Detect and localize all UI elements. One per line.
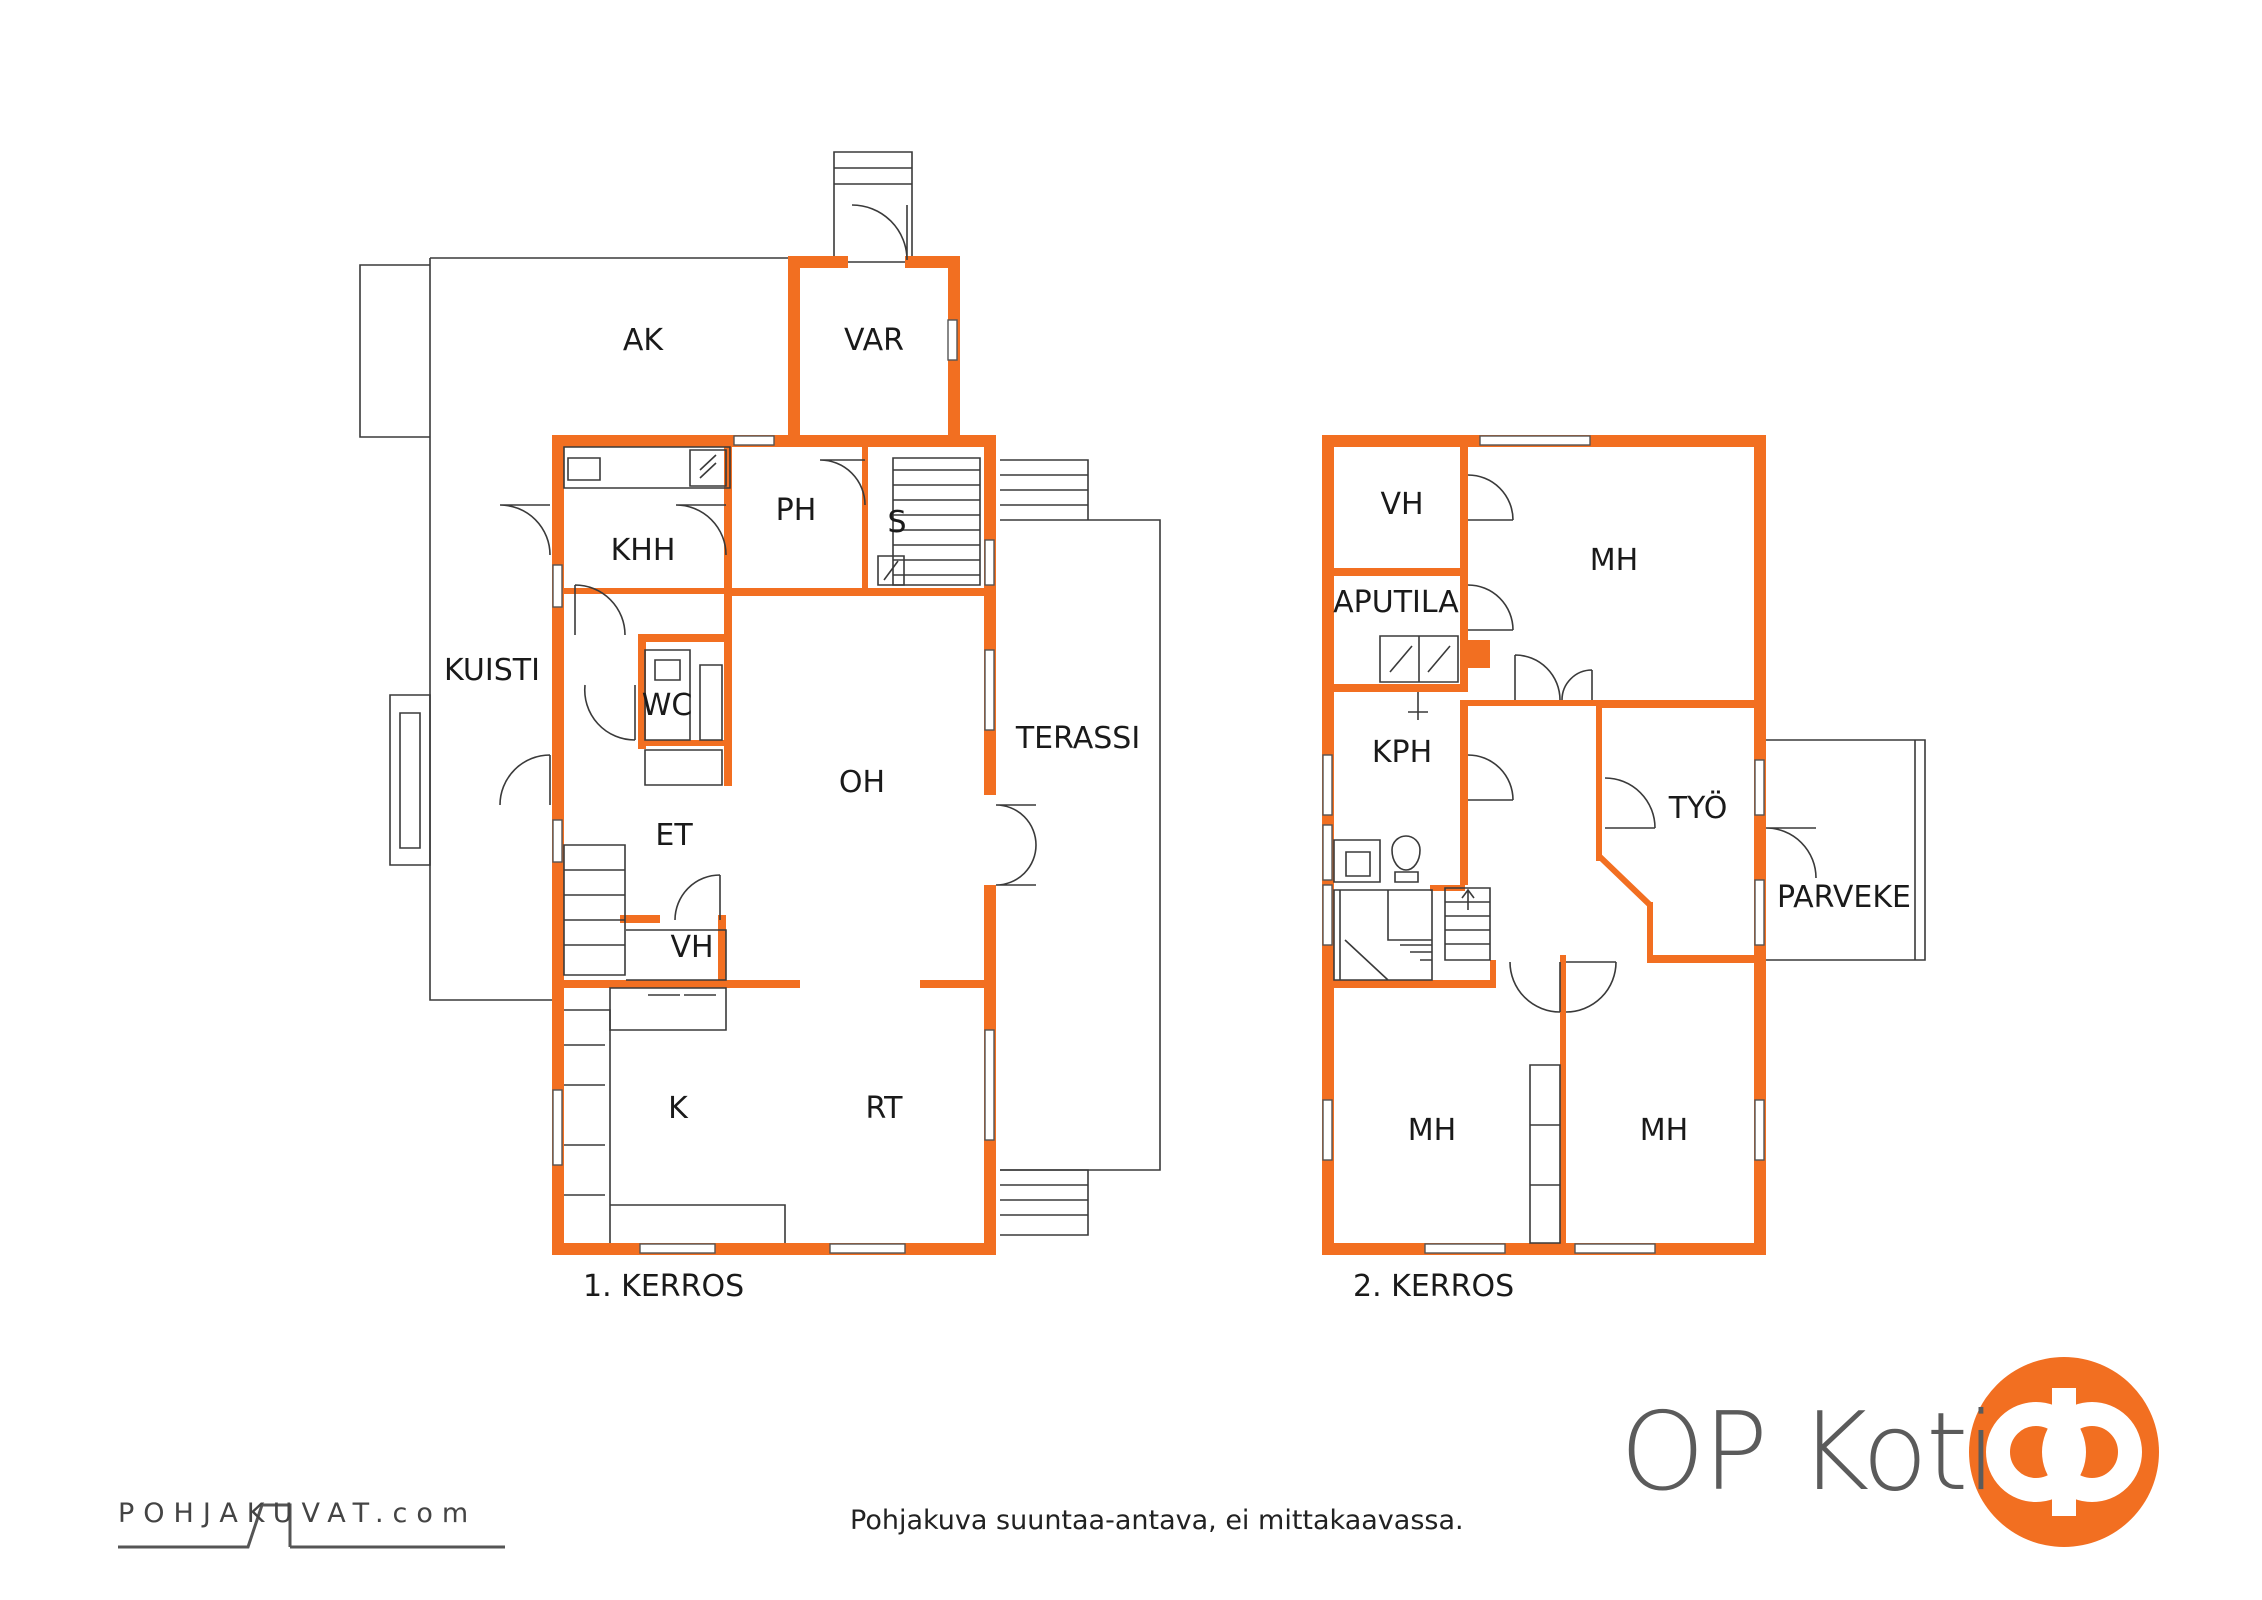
op-logo-icon (1969, 1357, 2159, 1547)
room-parveke: PARVEKE (1777, 880, 1911, 915)
room-khh: KHH (611, 533, 676, 568)
room-s: S (887, 505, 906, 540)
room-tyo: TYÖ (1668, 790, 1728, 826)
room-terassi: TERASSI (1015, 721, 1140, 756)
room-mh-left: MH (1408, 1113, 1456, 1148)
pohjakuvat-logo-icon (118, 1503, 505, 1549)
room-labels: AK VAR PH S KHH KUISTI WC OH TERASSI ET … (444, 323, 1911, 1148)
room-kph: KPH (1372, 735, 1432, 770)
room-rt: RT (866, 1091, 904, 1126)
room-oh: OH (839, 765, 885, 800)
room-vh-2: VH (1380, 487, 1423, 522)
floor-label-1: 1. KERROS (583, 1269, 744, 1304)
floor-label-2: 2. KERROS (1353, 1269, 1514, 1304)
floor-2 (1322, 435, 1926, 1255)
room-et: ET (655, 818, 693, 853)
room-mh-right: MH (1640, 1113, 1688, 1148)
disclaimer: Pohjakuva suuntaa-antava, ei mittakaavas… (850, 1505, 1464, 1536)
room-kuisti: KUISTI (444, 653, 540, 688)
room-mh-top: MH (1590, 543, 1638, 578)
pohjakuvat-logo-text: POHJAKUVAT.com (118, 1498, 478, 1529)
room-ak: AK (623, 323, 665, 358)
room-k: K (668, 1091, 689, 1126)
room-aputila: APUTILA (1333, 585, 1459, 620)
brand-name: OP Koti (1620, 1390, 1996, 1515)
room-ph: PH (776, 493, 817, 528)
room-wc: WC (642, 688, 693, 723)
room-var: VAR (844, 323, 904, 358)
floor-1 (359, 151, 1161, 1255)
room-vh-1: VH (670, 930, 713, 965)
